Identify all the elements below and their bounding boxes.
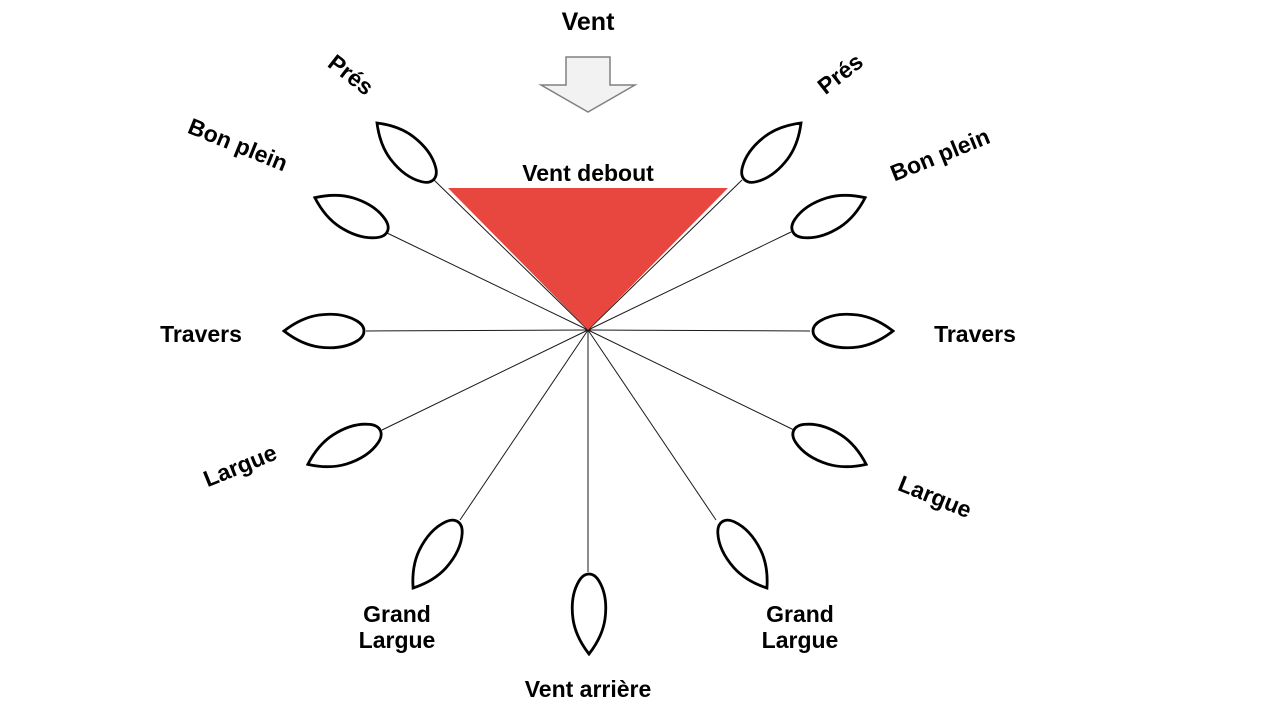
boat-travers-right-icon xyxy=(811,312,895,350)
label-grand-largue-left-line1: Grand xyxy=(363,601,431,627)
label-travers-left: Travers xyxy=(160,321,242,347)
label-largue-right: Largue xyxy=(895,470,976,523)
spoke-bon-plein-right xyxy=(587,231,792,331)
boat-pres-right-icon xyxy=(731,109,815,193)
wind-arrow-icon xyxy=(538,56,638,113)
boat-travers-left-icon xyxy=(282,312,366,350)
boat-vent-arriere-icon xyxy=(570,572,608,656)
boat-grand-largue-right-icon xyxy=(706,510,783,599)
no-go-zone-triangle xyxy=(448,188,728,330)
label-grand-largue-left-line2: Largue xyxy=(359,627,436,653)
spoke-travers-left xyxy=(365,329,589,332)
spoke-largue-left xyxy=(381,329,589,431)
spoke-travers-right xyxy=(587,329,811,332)
boat-pres-left-icon xyxy=(363,109,447,193)
spoke-grand-largue-right xyxy=(587,329,717,521)
label-grand-largue-right-line2: Largue xyxy=(762,627,839,653)
spoke-pres-left xyxy=(433,179,589,331)
label-grand-largue-right-line1: Grand xyxy=(766,601,834,627)
spoke-grand-largue-left xyxy=(459,329,589,521)
boat-bon-plein-left-icon xyxy=(306,181,396,249)
compass-spokes xyxy=(365,179,811,572)
boat-bon-plein-right-icon xyxy=(784,181,874,249)
spoke-bon-plein-left xyxy=(384,231,589,331)
label-largue-left: Largue xyxy=(200,439,281,492)
spoke-pres-right xyxy=(587,179,743,331)
label-pres-right: Prés xyxy=(812,48,867,99)
label-grand-largue-left: Grand Largue xyxy=(359,601,436,653)
boat-grand-largue-left-icon xyxy=(397,510,474,599)
label-bon-plein-right: Bon plein xyxy=(887,123,994,186)
label-grand-largue-right: Grand Largue xyxy=(762,601,839,653)
no-go-zone-label: Vent debout xyxy=(522,160,654,186)
spoke-largue-right xyxy=(587,329,795,431)
label-pres-left: Prés xyxy=(323,49,378,100)
wind-label: Vent xyxy=(562,8,615,36)
label-bon-plein-left: Bon plein xyxy=(185,113,292,176)
label-vent-arriere: Vent arrière xyxy=(525,676,652,702)
label-travers-right: Travers xyxy=(934,321,1016,347)
boat-largue-right-icon xyxy=(785,413,875,481)
boat-largue-left-icon xyxy=(299,413,389,481)
